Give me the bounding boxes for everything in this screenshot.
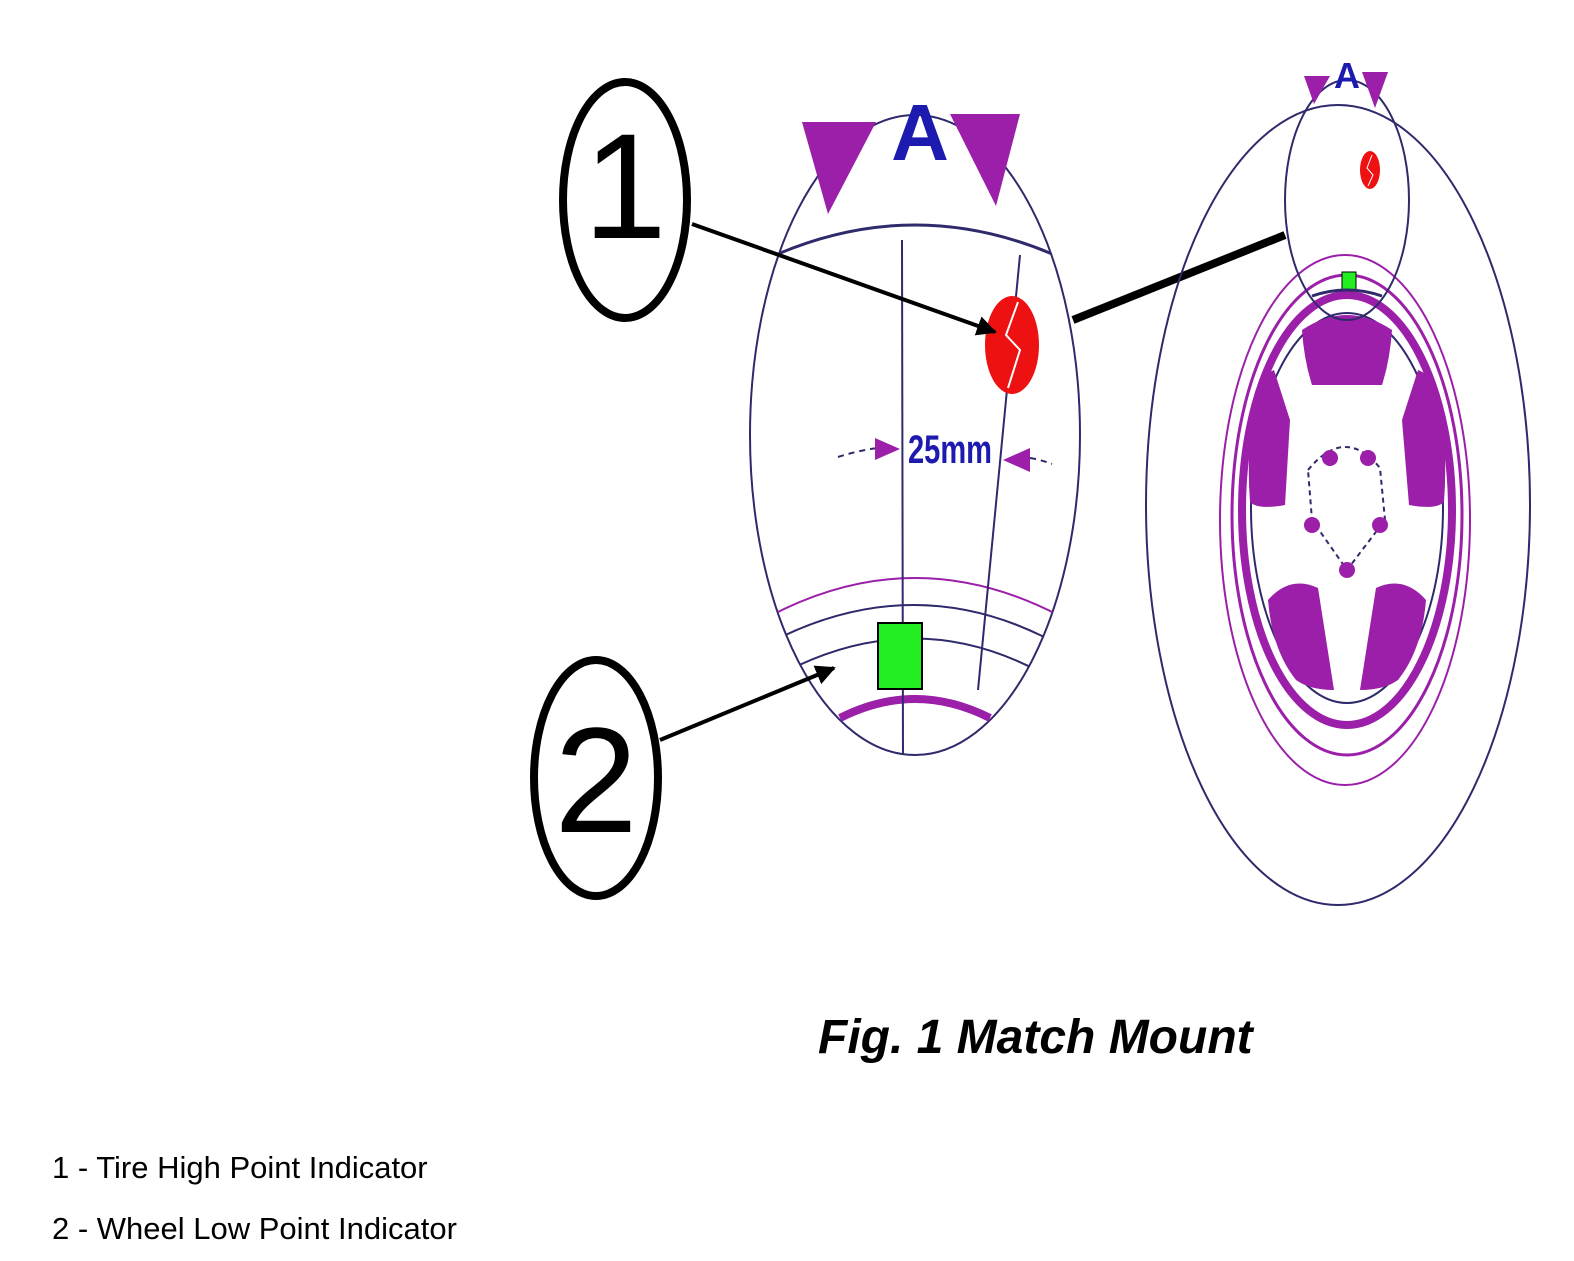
- distance-dimension: 25mm: [837, 428, 1053, 472]
- wheel-low-point-indicator-small: [1341, 271, 1357, 291]
- spoke-window-top: [1302, 315, 1392, 385]
- lug-nut-left: [1304, 517, 1320, 533]
- callout-2-number: 2: [554, 696, 637, 864]
- wheel-detail-flange-arc: [1311, 288, 1383, 298]
- wheel-flange-arc: [838, 695, 992, 722]
- callout-1-number: 1: [583, 102, 666, 270]
- spoke-window-lower-left: [1268, 583, 1334, 690]
- callout-1-arrow: [691, 222, 997, 336]
- legend-item-wheel-low-point: 2 - Wheel Low Point Indicator: [52, 1211, 457, 1246]
- wheel-high-point-indicator: [1360, 151, 1380, 189]
- lug-nut-top-right: [1360, 450, 1376, 466]
- wheel-reference-triangle-left: [1304, 76, 1330, 104]
- lug-nut-right: [1372, 517, 1388, 533]
- spoke-window-upper-right: [1402, 370, 1446, 507]
- wheel-reference-mark-label: A: [1334, 55, 1360, 96]
- lens-outline: [749, 114, 1081, 756]
- rim-arc-1: [769, 577, 1061, 617]
- callout-1: 1: [559, 78, 691, 322]
- callout-2: 2: [530, 656, 662, 900]
- spoke-window-upper-left: [1248, 370, 1290, 507]
- tread-outer-arc: [759, 223, 1071, 264]
- wheel-rim-inner: [1250, 312, 1444, 704]
- reference-triangle-right: [950, 114, 1020, 206]
- distance-label: 25mm: [908, 428, 992, 472]
- tire-wheel-assembly: A: [1145, 55, 1531, 906]
- tire-inner-ring: [1219, 254, 1471, 786]
- wheel-detail-lens: [1284, 79, 1410, 321]
- magnified-detail-lens: A 25mm: [749, 88, 1081, 756]
- tire-high-point-indicator: [985, 296, 1039, 394]
- wheel-hub: [1304, 446, 1388, 578]
- rim-arc-2: [774, 604, 1051, 641]
- wheel-reference-triangle-right: [1362, 72, 1388, 108]
- lug-nut-bottom: [1339, 562, 1355, 578]
- figure-caption: Fig. 1 Match Mount: [818, 1011, 1253, 1064]
- tire-outline: [1145, 104, 1531, 906]
- wheel-rim: [1238, 291, 1456, 729]
- reference-triangle-left: [802, 122, 876, 214]
- lug-nut-top: [1322, 450, 1338, 466]
- legend-item-tire-high-point: 1 - Tire High Point Indicator: [52, 1150, 428, 1185]
- wheel-low-point-indicator: [877, 622, 923, 690]
- reference-mark-label: A: [891, 88, 949, 177]
- callout-2-arrow: [659, 665, 836, 742]
- spoke-window-lower-right: [1360, 583, 1426, 690]
